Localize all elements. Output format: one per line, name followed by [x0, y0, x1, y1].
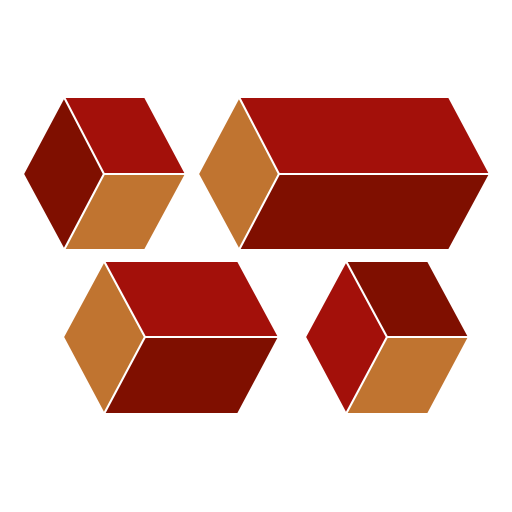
- top-right-prism-top-face: [238, 96, 491, 175]
- bottom-right-cube: [304, 260, 470, 415]
- top-left-cube: [22, 96, 187, 251]
- top-right-long-prism: [197, 96, 491, 251]
- bottom-left-prism-bottom-face: [103, 336, 280, 415]
- bottom-left-prism: [62, 260, 280, 415]
- bottom-right-cube-bottom-face: [345, 336, 470, 415]
- top-right-prism-bottom-face: [238, 173, 491, 251]
- top-left-cube-bottom-face: [63, 173, 187, 251]
